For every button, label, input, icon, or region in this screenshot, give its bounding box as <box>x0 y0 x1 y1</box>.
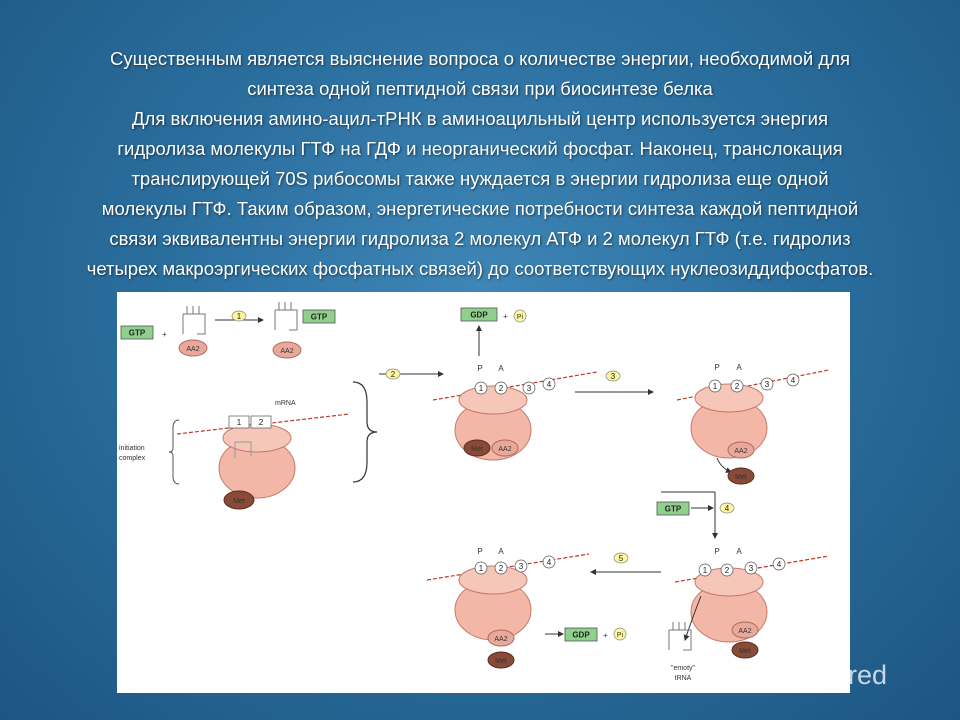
ribosome-stage-c: P A 1 2 3 4 AA2 Met GDP + Pi <box>426 547 627 669</box>
gtp-label-step4: GTP <box>665 505 682 514</box>
site-p-a: P <box>477 364 482 373</box>
step5-marker <box>613 552 629 564</box>
trna-left-icon <box>182 306 206 335</box>
initiation-label-2: complex <box>119 455 146 462</box>
met-label-d: Met <box>739 648 751 655</box>
text-line-7: связи эквивалентны энергии гидролиза 2 м… <box>109 228 851 249</box>
gdp-box-top <box>460 307 498 322</box>
pi-label-bottom: Pi <box>617 632 624 639</box>
initiation-label-1: initiation <box>119 445 145 452</box>
slide-text: Существенным является выяснение вопроса … <box>0 44 960 284</box>
site-a-b: A <box>736 363 742 372</box>
aa2-blob-left <box>178 339 208 357</box>
gdp-label-bottom: GDP <box>572 631 590 640</box>
trna-right-icon <box>274 302 298 331</box>
met-label-c: Met <box>495 658 507 665</box>
watermark-text: Shared <box>800 659 888 690</box>
step2-number: 2 <box>391 370 396 379</box>
plus-sign-2: + <box>503 312 508 321</box>
met-blob-initiation <box>223 490 255 510</box>
init-site-1: 1 <box>237 418 242 427</box>
step4-number: 4 <box>725 504 730 513</box>
met-label-a: Met <box>471 446 483 453</box>
posA-2: 2 <box>499 384 504 393</box>
text-line-2: синтеза одной пептидной связи при биосин… <box>247 78 713 99</box>
posD-3: 3 <box>749 564 754 573</box>
empty-trna-icon <box>668 622 692 651</box>
text-line-6: молекулы ГТФ. Таким образом, энергетичес… <box>101 198 859 219</box>
initiation-brace <box>168 419 180 485</box>
posD-2: 2 <box>725 566 730 575</box>
step4-group: GTP 4 <box>656 491 735 539</box>
step1-number: 1 <box>237 312 242 321</box>
posD-1: 1 <box>703 566 708 575</box>
posA-4: 4 <box>547 380 552 389</box>
diagram-svg: GTP + AA2 1 GTP AA2 initiation complex m… <box>119 302 830 682</box>
text-line-5: транслирующей 70S рибосомы также нуждает… <box>131 168 829 189</box>
slideshare-logo-icon <box>768 660 794 690</box>
site-p-b: P <box>714 363 719 372</box>
plus-sign-1: + <box>162 330 167 339</box>
aa2-label-right: AA2 <box>280 348 293 355</box>
aa2-label-b: AA2 <box>734 448 747 455</box>
step3-marker <box>605 370 621 382</box>
gdp-label-top: GDP <box>470 311 488 320</box>
translation-diagram: GTP + AA2 1 GTP AA2 initiation complex m… <box>117 292 850 693</box>
pi-label-top: Pi <box>517 314 524 321</box>
text-line-8: четырех макроэргических фосфатных связей… <box>86 258 874 279</box>
gtp-box-left <box>120 325 154 340</box>
posA-1: 1 <box>479 384 484 393</box>
plus-sign-3: + <box>603 631 608 640</box>
mrna-label: mRNA <box>275 400 296 407</box>
aa2-label-a: AA2 <box>498 446 511 453</box>
gtp-label-right: GTP <box>311 313 328 322</box>
aa2-label-left: AA2 <box>186 346 199 353</box>
empty-trna-label-2: tRNA <box>675 675 692 682</box>
site-p-c: P <box>477 547 482 556</box>
init-site-2: 2 <box>259 418 264 427</box>
combine-bracket <box>352 381 378 483</box>
aa2-label-c: AA2 <box>494 636 507 643</box>
posB-4: 4 <box>791 376 796 385</box>
posC-2: 2 <box>499 564 504 573</box>
site-a-c: A <box>498 547 504 556</box>
gtp-label-left: GTP <box>129 329 146 338</box>
met-label-b: Met <box>735 474 747 481</box>
text-line-3: Для включения амино-ацил-тРНК в аминоаци… <box>132 108 828 129</box>
posB-2: 2 <box>735 382 740 391</box>
ribosome-stage-b: P A 1 2 3 4 AA2 Met <box>676 363 830 485</box>
gdp-box-bottom <box>564 627 598 642</box>
step5-number: 5 <box>619 554 624 563</box>
initiation-complex: initiation complex mRNA 1 2 Met <box>119 400 350 510</box>
step3-number: 3 <box>611 372 616 381</box>
slideshare-watermark: Shared <box>768 656 887 694</box>
ribosome-initiation <box>218 423 296 499</box>
gtp-box-step4 <box>656 501 690 516</box>
empty-trna-label-1: "emoty" <box>671 665 696 672</box>
posC-3: 3 <box>519 562 524 571</box>
gtp-box-right <box>302 309 336 324</box>
aa2-label-d: AA2 <box>738 628 751 635</box>
step1-marker <box>231 310 247 322</box>
ribosome-stage-d: P A 1 2 3 4 AA2 Met "emoty" tRNA <box>668 547 830 682</box>
step4-marker <box>719 502 735 514</box>
step2-marker <box>385 368 401 380</box>
posC-1: 1 <box>479 564 484 573</box>
text-line-1: Существенным является выяснение вопроса … <box>109 48 851 69</box>
site-a-d: A <box>736 547 742 556</box>
site-a-a: A <box>498 364 504 373</box>
posA-3: 3 <box>527 384 532 393</box>
posC-4: 4 <box>547 558 552 567</box>
posD-4: 4 <box>777 560 782 569</box>
step1-group: GTP + AA2 1 GTP AA2 <box>120 302 336 359</box>
site-p-d: P <box>714 547 719 556</box>
posB-3: 3 <box>765 380 770 389</box>
aa2-blob-right <box>272 341 302 359</box>
met-label-initiation: Met <box>233 498 245 505</box>
text-line-4: гидролиза молекулы ГТФ на ГДФ и неоргани… <box>117 138 843 159</box>
ribosome-stage-a: GDP + Pi P A 1 2 3 4 Met AA2 <box>432 307 598 461</box>
posB-1: 1 <box>713 382 718 391</box>
